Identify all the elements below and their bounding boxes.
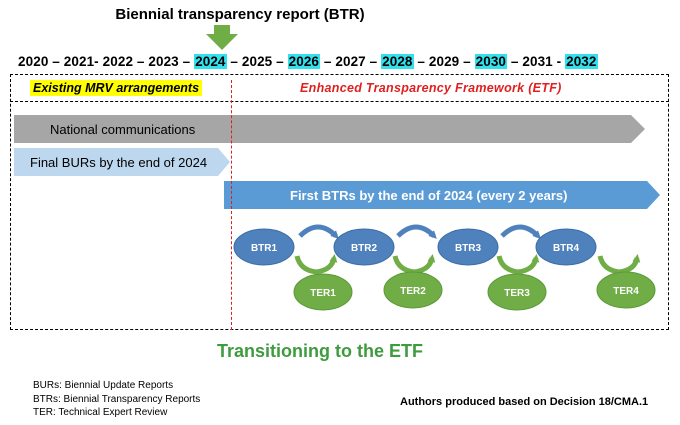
btr3-label: BTR3 bbox=[455, 243, 482, 254]
ter4-label: TER4 bbox=[613, 286, 639, 297]
zone-divider-horizontal bbox=[10, 101, 669, 102]
btr2-label: BTR2 bbox=[351, 243, 378, 254]
timeline-segment: 2020 – 2021- 2022 – 2023 – bbox=[18, 54, 195, 69]
btr1-label: BTR1 bbox=[251, 243, 278, 254]
existing-mrv-label: Existing MRV arrangements bbox=[30, 80, 203, 96]
timeline-year-2032: 2032 bbox=[565, 54, 598, 69]
timeline-year-2024: 2024 bbox=[194, 54, 227, 69]
transition-caption: Transitioning to the ETF bbox=[217, 341, 423, 361]
timeline-year-2030: 2030 bbox=[474, 54, 508, 69]
legend-item-btrs: BTRs: Biennial Transparency Reports bbox=[33, 393, 201, 405]
ter1-label: TER1 bbox=[310, 288, 336, 299]
transition-divider-line bbox=[231, 80, 232, 330]
timeline-year-2026: 2026 bbox=[287, 54, 321, 69]
timeline-segment: – 2027 – bbox=[320, 54, 382, 69]
timeline-segment: – 2029 – bbox=[413, 54, 475, 69]
ter3-node bbox=[487, 273, 547, 311]
ter2-node bbox=[383, 271, 443, 309]
legend-item-burs: BURs: Biennial Update Reports bbox=[33, 380, 174, 391]
btr3-to-btr4-arrow bbox=[500, 224, 541, 239]
framework-box bbox=[10, 74, 669, 330]
btr4-node bbox=[535, 228, 597, 266]
ter3-review-arrow bbox=[496, 254, 540, 275]
ter1-review-arrow bbox=[294, 254, 338, 275]
first-btrs-arrow bbox=[224, 181, 660, 209]
national-communications-label: National communications bbox=[50, 122, 196, 137]
btr2-to-btr3-arrow bbox=[396, 224, 437, 239]
ter2-label: TER2 bbox=[400, 286, 426, 297]
national-communications-arrow bbox=[14, 115, 645, 143]
final-burs-label: Final BURs by the end of 2024 bbox=[30, 155, 207, 170]
etf-label: Enhanced Transparency Framework (ETF) bbox=[300, 81, 562, 95]
timeline-year-2028: 2028 bbox=[381, 54, 414, 69]
btr-2024-down-arrow bbox=[206, 25, 238, 50]
timeline-segment: – 2025 – bbox=[226, 54, 288, 69]
btr1-node bbox=[233, 228, 295, 266]
btr4-label: BTR4 bbox=[553, 243, 580, 254]
btr1-to-btr2-arrow bbox=[298, 224, 339, 239]
ter4-node bbox=[596, 271, 656, 309]
btr2-node bbox=[333, 228, 395, 266]
year-timeline: 2020 – 2021- 2022 – 2023 – 2024 – 2025 –… bbox=[18, 54, 598, 69]
source-note: Authors produced based on Decision 18/CM… bbox=[400, 396, 649, 408]
ter3-label: TER3 bbox=[504, 288, 530, 299]
diagram-title: Biennial transparency report (BTR) bbox=[115, 6, 365, 23]
legend-item-ter: TER: Technical Expert Review bbox=[33, 407, 168, 418]
btr3-node bbox=[437, 228, 499, 266]
ter1-node bbox=[293, 273, 353, 311]
first-btrs-label: First BTRs by the end of 2024 (every 2 y… bbox=[290, 188, 567, 203]
final-burs-arrow bbox=[14, 148, 230, 176]
abbreviation-legend: BURs: Biennial Update Reports BTRs: Bien… bbox=[33, 379, 200, 420]
timeline-segment: – 2031 - bbox=[507, 54, 566, 69]
